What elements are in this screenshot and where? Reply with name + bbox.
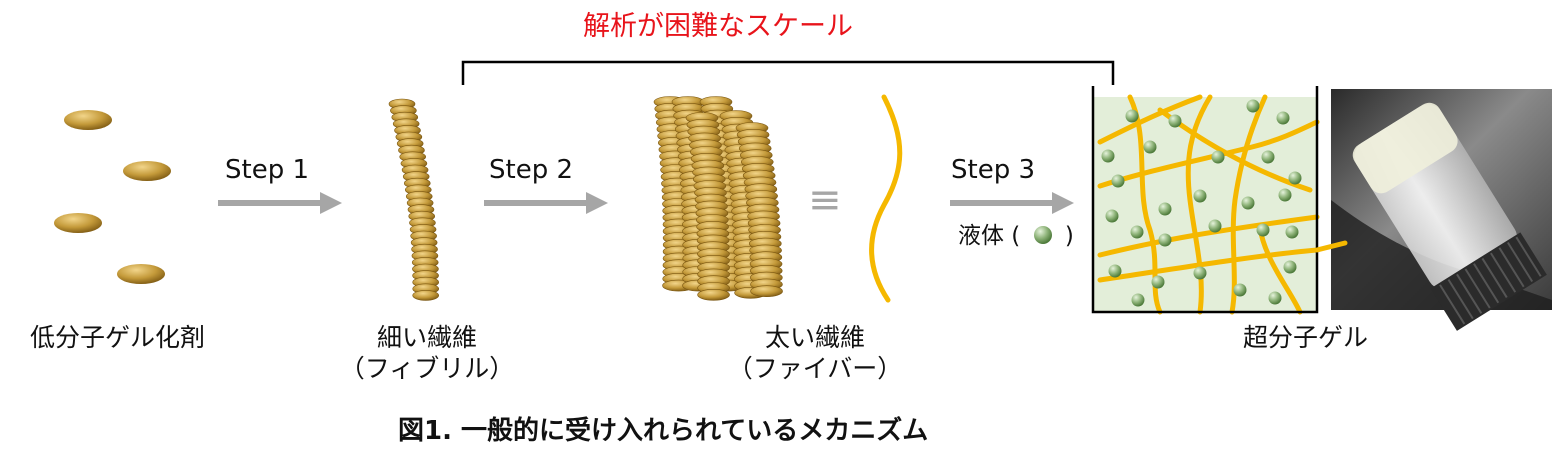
step2-label: Step 2 <box>489 155 574 185</box>
liquid-particles <box>1101 99 1302 307</box>
liquid-particle <box>1111 174 1125 188</box>
step3-arrow <box>950 192 1074 214</box>
fibril-label-line1: 細い繊維 <box>376 323 477 352</box>
liquid-particle <box>1168 114 1182 128</box>
liquid-particle <box>1278 188 1292 202</box>
liquid-particle <box>1211 150 1225 164</box>
liquid-particle <box>1101 149 1115 163</box>
gel-network-box <box>1091 86 1320 315</box>
fibril-molecule <box>412 290 440 301</box>
liquid-particle <box>1288 171 1302 185</box>
thick-fiber-label: 太い繊維 （ファイバー） <box>720 322 910 385</box>
liquid-particle <box>1158 202 1172 216</box>
gelator-molecule <box>117 264 165 284</box>
liquid-label-text: 液体 ( <box>958 223 1021 249</box>
gelator-molecule <box>123 161 171 181</box>
liquid-particle <box>1283 260 1297 274</box>
liquid-particle <box>1246 99 1260 113</box>
gelator-molecule <box>64 110 112 130</box>
liquid-particle <box>1131 293 1145 307</box>
liquid-particle <box>1125 109 1139 123</box>
liquid-particle <box>1276 111 1290 125</box>
liquid-particle <box>1285 225 1299 239</box>
thick-fiber-label-line2: （ファイバー） <box>727 354 903 384</box>
liquid-particle <box>1233 283 1247 297</box>
gel-vial-photo <box>1314 89 1552 331</box>
thick-fiber-label-line1: 太い繊維 <box>764 323 865 352</box>
scale-bracket <box>461 60 1115 85</box>
fibril-stack <box>388 98 440 301</box>
fiber-line-icon <box>869 94 903 303</box>
gelator-label: 低分子ゲル化剤 <box>30 323 206 352</box>
liquid-particle <box>1158 233 1172 247</box>
liquid-particle <box>1208 219 1222 233</box>
fibril-label: 細い繊維 （フィブリル） <box>337 322 517 385</box>
liquid-particle <box>1105 209 1119 223</box>
liquid-particle <box>1256 223 1270 237</box>
figure-caption: 図1. 一般的に受け入れられているメカニズム <box>398 416 929 446</box>
difficult-scale-label: 解析が困難なスケール <box>583 11 853 42</box>
step-arrows <box>218 192 1074 214</box>
liquid-particle <box>1108 264 1122 278</box>
fiber-molecule <box>750 285 783 298</box>
liquid-particle <box>1193 189 1207 203</box>
thick-fiber-stack <box>653 96 783 301</box>
step3-label: Step 3 <box>951 155 1036 185</box>
liquid-particle <box>1241 196 1255 210</box>
fiber-molecule <box>697 288 730 301</box>
step2-arrow <box>484 192 608 214</box>
gelator-molecule <box>54 213 102 233</box>
liquid-label: 液体 ( ) <box>958 222 1074 251</box>
step1-arrow <box>218 192 342 214</box>
liquid-particle <box>1268 291 1282 305</box>
fibril-label-line2: （フィブリル） <box>339 354 515 384</box>
liquid-label-close: ) <box>1064 223 1074 249</box>
step1-label: Step 1 <box>225 155 310 185</box>
liquid-particle-icon <box>1033 226 1052 244</box>
liquid-particle <box>1143 140 1157 154</box>
liquid-particle <box>1130 225 1144 239</box>
equivalence-icon: ≡ <box>808 177 842 223</box>
liquid-particle <box>1151 275 1165 289</box>
liquid-particle <box>1261 150 1275 164</box>
liquid-particle <box>1193 266 1207 280</box>
gelator-molecules <box>54 110 171 284</box>
gel-label: 超分子ゲル <box>1243 323 1369 352</box>
